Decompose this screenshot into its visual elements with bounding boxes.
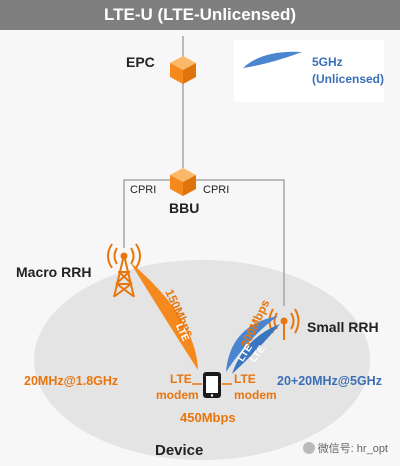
cpri-link-macro [123,179,171,248]
small-rrh-label: Small RRH [307,319,379,335]
wechat-icon [302,442,315,454]
macro-rrh-label: Macro RRH [16,264,92,280]
right-modem-lte-label: LTE [234,372,256,386]
legend-line-1: 5GHz [312,55,343,69]
device-phone-icon [203,372,221,398]
bbu-cube-icon [170,168,196,196]
cpri-link-small [195,179,285,306]
right-modem-label: modem [234,388,277,402]
legend-beam-icon [243,51,302,68]
cpri-right-label: CPRI [203,184,230,196]
coverage-area [34,260,370,460]
left-modem-lte-label: LTE [170,372,192,386]
small-band-label: 20+20MHz@5GHz [277,374,382,388]
epc-cube-icon [170,56,196,84]
cpri-left-label: CPRI [130,184,157,196]
epc-label: EPC [126,54,155,70]
legend-box [234,40,384,102]
diagram-title: LTE-U (LTE-Unlicensed) [0,0,400,30]
legend-line-2: (Unlicensed) [312,72,385,86]
total-rate-label: 450Mbps [180,410,236,425]
small-beam-1 [226,316,278,372]
small-beam-2 [232,324,280,374]
watermark: 微信号: hr_opt [302,440,388,456]
macro-band-label: 20MHz@1.8GHz [24,374,119,388]
macro-beam [130,262,198,370]
bbu-label: BBU [169,200,200,216]
device-label: Device [155,442,204,459]
macro-tower-icon [107,243,141,298]
left-modem-label: modem [156,388,199,402]
watermark-text: 微信号: hr_opt [317,443,388,455]
